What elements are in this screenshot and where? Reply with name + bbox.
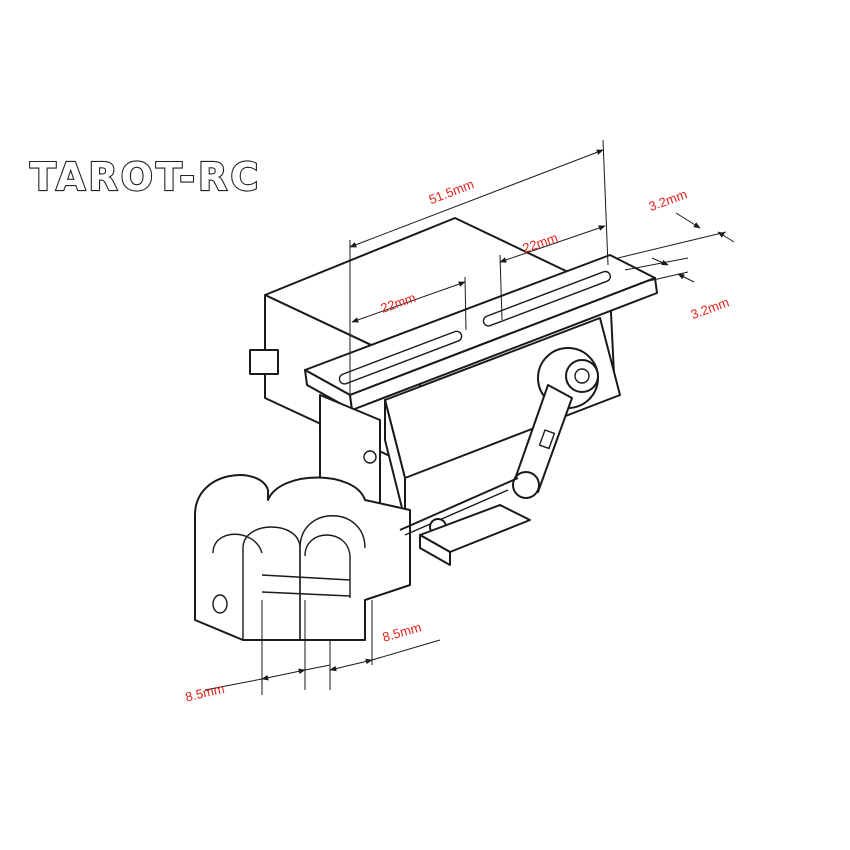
dim-label-overall-length: 51.5mm — [427, 176, 476, 207]
dim-label-fork-gap-left: 8.5mm — [184, 681, 226, 705]
fork-mount — [194, 474, 411, 641]
dim-label-slot-width-bottom: 3.2mm — [689, 294, 731, 322]
brand-logo: TAROT-RC — [30, 155, 261, 199]
control-horn — [419, 504, 531, 566]
dim-label-slot-width-top: 3.2mm — [647, 186, 689, 214]
mounting-slot-left — [338, 330, 463, 385]
mounting-plate — [304, 254, 658, 411]
dim-label-fork-gap-right: 8.5mm — [381, 619, 423, 644]
dim-label-slot-right: 22mm — [521, 230, 560, 256]
mounting-slot-right — [482, 270, 612, 327]
dimension-lines — [204, 139, 735, 695]
servo-horn — [512, 347, 599, 499]
